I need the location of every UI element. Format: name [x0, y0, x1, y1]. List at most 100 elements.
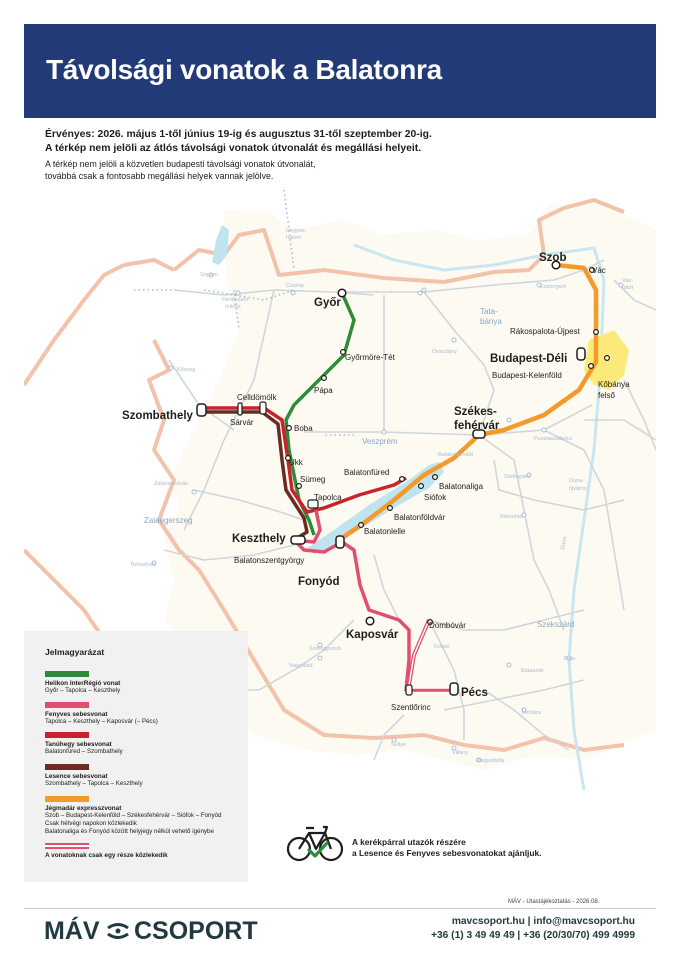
- line-tanuhegy: [204, 406, 407, 514]
- station-szob: [551, 260, 561, 270]
- contact-phones: +36 (1) 3 49 49 49 | +36 (20/30/70) 499 …: [431, 930, 635, 941]
- logo-mark: [107, 923, 129, 939]
- legend-title: Jelmagyarázat: [45, 647, 105, 657]
- station-gyor: [337, 288, 347, 298]
- label-hegyeshalom-2: halom: [286, 235, 301, 241]
- label-zalaegerszeg: Zalaegerszeg: [144, 516, 192, 525]
- label-tapolca: Tapolca: [314, 493, 342, 502]
- danube-river: [353, 243, 606, 790]
- label-tatabanya-1: Tata-: [480, 307, 498, 316]
- label-baja: Baja: [564, 656, 576, 662]
- label-sellye: Sellye: [391, 742, 406, 748]
- footer-divider: [24, 908, 656, 909]
- label-kobanya-2: felső: [598, 391, 615, 400]
- legend-swatch-jegmadar: [45, 796, 89, 802]
- label-ukk: Ukk: [289, 458, 304, 467]
- contact-block: mavcsoport.hu | info@mavcsoport.hu +36 (…: [431, 915, 635, 943]
- label-papa: Pápa: [314, 386, 333, 395]
- label-koszeg: Kőszeg: [177, 367, 195, 373]
- label-oroszlany: Oroszlány: [432, 349, 457, 355]
- legend-swatch-fenyves: [45, 702, 89, 708]
- label-celldomolk: Celldömölk: [237, 393, 278, 402]
- page-title: Távolsági vonatok a Balatonra: [46, 54, 442, 85]
- label-keszthely: Keszthely: [232, 533, 286, 545]
- station-keszthely: [290, 535, 306, 545]
- legend-route-helikon: Győr – Tapolca – Keszthely: [45, 687, 121, 694]
- legend-route-lesence: Szombathely – Tapolca – Keszthely: [45, 780, 143, 787]
- label-kobanya-1: Kőbánya: [598, 380, 630, 389]
- legend-route-tanuhegy: Balatonfüred – Szombathely: [45, 748, 123, 755]
- label-veszprem: Veszprém: [362, 437, 398, 446]
- bike-note-line-2: a Lesence és Fenyves sebesvonatokat aján…: [352, 848, 542, 858]
- label-szekesfehervar-2: fehérvár: [454, 420, 500, 432]
- label-szentlorinc: Szentlőrinc: [391, 703, 431, 712]
- label-tatabanya-2: bánya: [480, 317, 502, 326]
- budapest-note-2: továbbá csak a fontosabb megállási helye…: [45, 171, 274, 181]
- label-szob: Szob: [539, 252, 566, 264]
- label-pecs: Pécs: [461, 687, 488, 699]
- diagonal-note: A térkép nem jelöli az átlós távolsági v…: [45, 143, 422, 154]
- label-somogyszob: Somogyszob: [309, 646, 341, 652]
- label-fertoszentmiklos-1: Fertőszent-: [222, 297, 250, 303]
- station-szombathely: [196, 403, 207, 417]
- line-jegmadar: [337, 262, 599, 542]
- label-zalaszentivan: Zalaszentiván: [154, 481, 188, 487]
- label-nagyatad: Nagyatád: [289, 663, 313, 669]
- legend-swatch-partial: [45, 843, 89, 849]
- legend-name-jegmadar: Jégmadár expresszvonat: [45, 805, 122, 812]
- label-esztergom: Esztergom: [540, 284, 567, 290]
- station-szekesfehervar: [472, 429, 486, 439]
- label-budapest-deli: Budapest-Déli: [490, 353, 567, 365]
- label-bataszek: Bátaszék: [521, 668, 544, 674]
- title-banner: Távolsági vonatok a Balatonra: [24, 24, 656, 118]
- station-budapest-deli: [576, 347, 586, 361]
- legend-name-fenyves: Fenyves sebesvonat: [45, 711, 108, 718]
- label-balatonlelle: Balatonlelle: [364, 527, 406, 536]
- bike-note-line-1: A kerékpárral utazók részére: [352, 837, 466, 847]
- mav-csoport-logo: MÁV CSOPORT: [44, 916, 258, 945]
- label-dunaujvaros-1: Duna-: [569, 478, 584, 484]
- bicycle-icon: [286, 825, 344, 862]
- label-sopron: Sopron: [200, 272, 218, 278]
- minor-stations: [237, 266, 610, 696]
- logo-csoport-text: CSOPORT: [134, 917, 258, 945]
- budapest-note-1: A térkép nem jelöli a közvetlen budapest…: [45, 159, 316, 169]
- label-balatonfoldvar: Balatonföldvár: [394, 513, 445, 522]
- label-dunaujvaros-2: újváros: [569, 486, 587, 492]
- label-balatonaliga: Balatonaliga: [439, 482, 484, 491]
- major-stations: [196, 260, 586, 696]
- label-komlo: Komló: [434, 644, 450, 650]
- label-gyor: Győr: [314, 297, 341, 309]
- label-csorna: Csorna: [286, 283, 305, 289]
- label-szombathely: Szombathely: [122, 410, 194, 422]
- legend-swatch-helikon: [45, 671, 89, 677]
- label-fertoszentmiklos-2: miklós: [225, 304, 241, 310]
- legend-route-fenyves: Tapolca – Keszthely – Kaposvár (– Pécs): [45, 718, 158, 725]
- legend-swatch-tanuhegy: [45, 732, 89, 738]
- label-kaposvar: Kaposvár: [346, 629, 399, 641]
- dotted-lines: [134, 190, 354, 436]
- contact-web-email: mavcsoport.hu | info@mavcsoport.hu: [451, 916, 635, 927]
- label-retszilas: Rétszilas: [500, 514, 523, 520]
- label-siofok: Siófok: [424, 493, 447, 502]
- credit-text: MÁV - Utastájékoztatás - 2026.08.: [508, 899, 600, 905]
- legend-route-jegmadar: Szob – Budapest-Kelenföld – Székesfehérv…: [45, 812, 222, 819]
- label-balatonszentgyorgy: Balatonszentgyörgy: [234, 556, 304, 565]
- legend-panel: Jelmagyarázat Helikon InterRégió vonat G…: [24, 631, 248, 882]
- legend-route-jegmadar-2: Csak hétvégi napokon közlekedik: [45, 820, 137, 827]
- label-vacratot-1: Vác-: [622, 278, 633, 284]
- label-mohacs: Mohács: [522, 710, 542, 716]
- logo-mav-text: MÁV: [44, 916, 100, 945]
- background-stations: [151, 272, 624, 763]
- station-pecs: [449, 682, 459, 696]
- legend-swatch-partial-core: [45, 845, 89, 847]
- bike-note: A kerékpárral utazók részére a Lesence é…: [352, 837, 541, 859]
- label-gyormore: Győrmöre-Tét: [345, 353, 396, 362]
- label-becsehely: Bécsehely: [131, 562, 157, 568]
- label-szekszard: Szekszárd: [537, 620, 574, 629]
- label-hegyeshalom-1: Hegyes-: [286, 228, 307, 234]
- label-kelenfold: Budapest-Kelenföld: [492, 371, 562, 380]
- legend-name-partial: A vonatoknak csak egy része közlekedik: [45, 852, 168, 859]
- label-vac: Vác: [592, 266, 606, 275]
- label-villany: Villány: [452, 750, 468, 756]
